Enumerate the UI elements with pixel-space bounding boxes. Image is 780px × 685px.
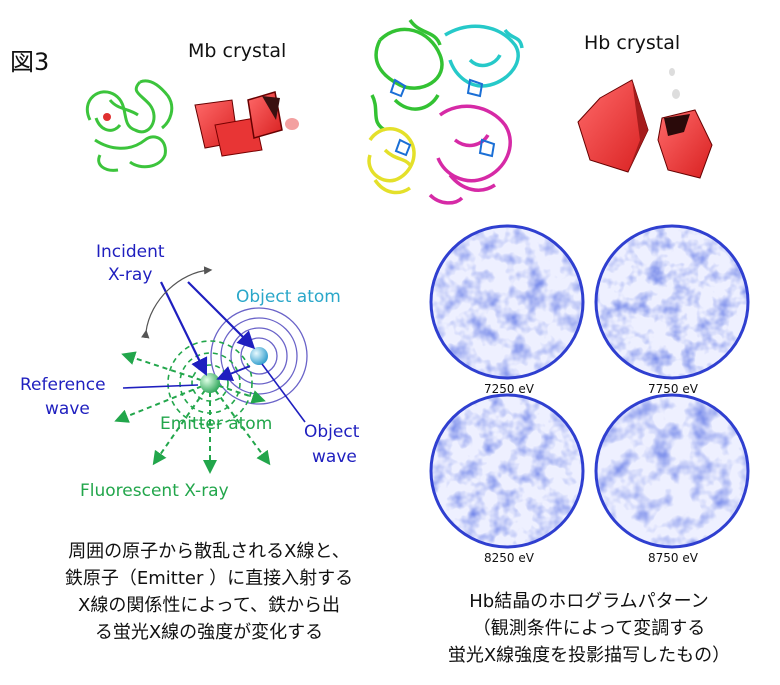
hb-protein-structure [367, 18, 524, 205]
figure-label: 図3 [10, 48, 50, 76]
mb-protein-structure [85, 79, 174, 172]
incident-label-line1: Incident [96, 242, 165, 262]
left-caption-line: 鉄原子（Emitter ）に直接入射する [64, 568, 354, 589]
reference-wave-label-line1: Reference [20, 375, 106, 395]
incident-label-line2: X-ray [108, 265, 152, 285]
hb-crystal-image [577, 68, 713, 179]
right-caption-line: 蛍光X線強度を投影描写したもの） [447, 645, 731, 666]
reference-wave-label-line2: wave [45, 399, 90, 419]
left-caption-line: 周囲の原子から散乱されるX線と、 [68, 541, 350, 562]
hb-crystal-title: Hb crystal [584, 32, 681, 54]
mb-crystal-image [194, 91, 299, 157]
hologram-7750 [594, 224, 750, 380]
energy-label-7750: 7750 eV [648, 382, 698, 396]
energy-label-7250: 7250 eV [484, 382, 534, 396]
hologram-8250 [429, 393, 585, 549]
energy-label-8250: 8250 eV [484, 551, 534, 565]
right-caption-line: Hb結晶のホログラムパターン [469, 591, 709, 612]
left-caption-line: X線の関係性によって、鉄から出 [78, 595, 340, 616]
right-caption: Hb結晶のホログラムパターン （観測条件によって変調する 蛍光X線強度を投影描写… [400, 588, 778, 669]
scattering-diagram: Incident X-ray Object atom Reference wav… [20, 242, 360, 501]
hologram-7250 [429, 224, 585, 380]
object-atom-label: Object atom [236, 287, 341, 307]
hologram-8750 [594, 393, 750, 549]
energy-label-8750: 8750 eV [648, 551, 698, 565]
object-wave-label-line1: Object [304, 422, 360, 442]
left-caption-line: る蛍光X線の強度が変化する [94, 622, 324, 643]
mb-crystal-title: Mb crystal [188, 40, 287, 62]
object-atom [250, 347, 268, 365]
object-wave-label-line2: wave [312, 447, 357, 467]
right-caption-line: （観測条件によって変調する [472, 618, 706, 639]
emitter-atom-label: Emitter atom [160, 414, 272, 434]
fluorescent-xray-label: Fluorescent X-ray [80, 481, 229, 501]
emitter-atom [200, 373, 220, 393]
left-caption: 周囲の原子から散乱されるX線と、 鉄原子（Emitter ）に直接入射する X線… [14, 538, 404, 646]
